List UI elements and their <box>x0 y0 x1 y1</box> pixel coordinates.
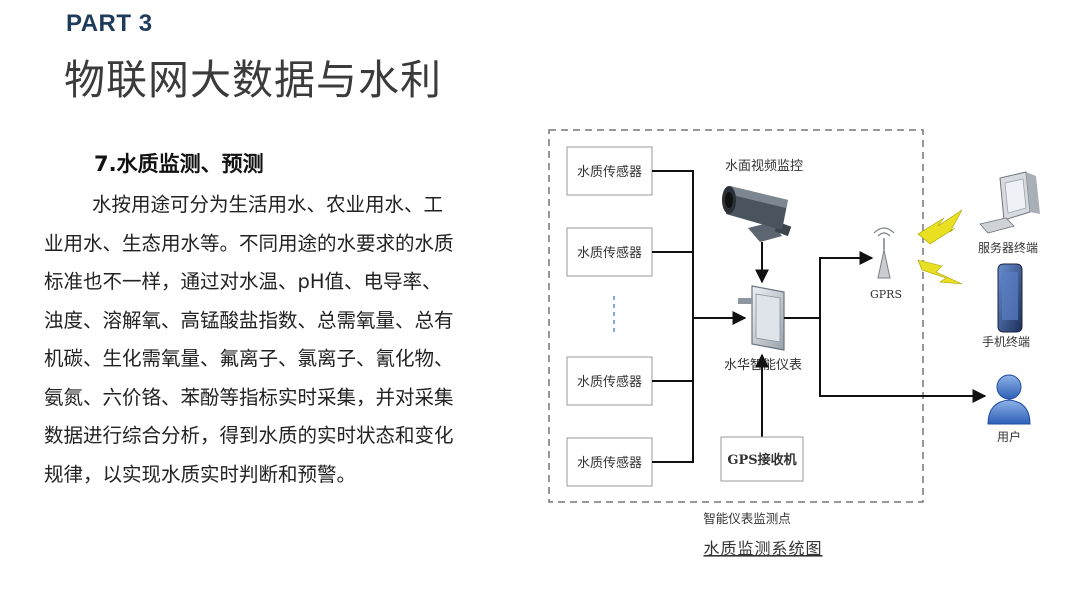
camera-icon <box>722 186 792 242</box>
body-line: 氨氮、六价铬、苯酚等指标实时采集，并对采集 <box>44 385 454 409</box>
signal-bolt-icon <box>917 209 963 245</box>
server-computer-icon <box>979 171 1040 234</box>
sensor-box: 水质传感器 <box>566 356 653 406</box>
diagram-caption: 水质监测系统图 <box>703 539 822 558</box>
section-body: 水按用途可分为生活用水、农业用水、工 业用水、生态用水等。不同用途的水要求的水质… <box>44 186 524 494</box>
sensor-label: 水质传感器 <box>577 374 642 390</box>
gprs-label: GPRS <box>870 288 902 301</box>
sensor-label: 水质传感器 <box>577 164 642 180</box>
body-line: 业用水、生态用水等。不同用途的水要求的水质 <box>44 231 454 255</box>
body-line: 规律，以实现水质实时判断和预警。 <box>44 462 357 486</box>
page-title: 物联网大数据与水利 <box>64 56 442 104</box>
signal-bolt-icon <box>917 259 963 285</box>
sensor-label: 水质传感器 <box>577 455 642 471</box>
user-label: 用户 <box>997 429 1021 444</box>
user-icon <box>987 374 1031 425</box>
gps-label: GPS接收机 <box>727 452 796 468</box>
camera-label: 水面视频监控 <box>725 159 803 174</box>
part-label: PART 3 <box>66 10 153 37</box>
gps-box: GPS接收机 <box>720 436 804 482</box>
antenna-icon <box>873 227 895 279</box>
sensor-label: 水质传感器 <box>577 245 642 261</box>
sensor-connectors <box>652 170 747 463</box>
phone-icon <box>997 263 1023 333</box>
section-heading: 7.水质监测、预测 <box>94 152 264 176</box>
boundary-label: 智能仪表监测点 <box>703 511 791 526</box>
body-line: 浊度、溶解氧、高锰酸盐指数、总需氧量、总有 <box>44 308 454 332</box>
body-line: 标准也不一样，通过对水温、pH值、电导率、 <box>44 270 442 293</box>
body-line: 机碳、生化需氧量、氟离子、氯离子、氰化物、 <box>44 347 454 370</box>
instrument-device-icon <box>738 285 785 351</box>
monitoring-point-boundary <box>548 129 924 503</box>
sensor-box: 水质传感器 <box>566 227 653 277</box>
sensor-box: 水质传感器 <box>566 146 653 196</box>
body-line: 数据进行综合分析，得到水质的实时状态和变化 <box>44 424 454 447</box>
body-line: 水按用途可分为生活用水、农业用水、工 <box>92 193 444 216</box>
sensor-box: 水质传感器 <box>566 437 653 487</box>
server-label: 服务器终端 <box>978 240 1038 255</box>
phone-label: 手机终端 <box>982 334 1030 349</box>
output-connectors <box>784 251 987 403</box>
